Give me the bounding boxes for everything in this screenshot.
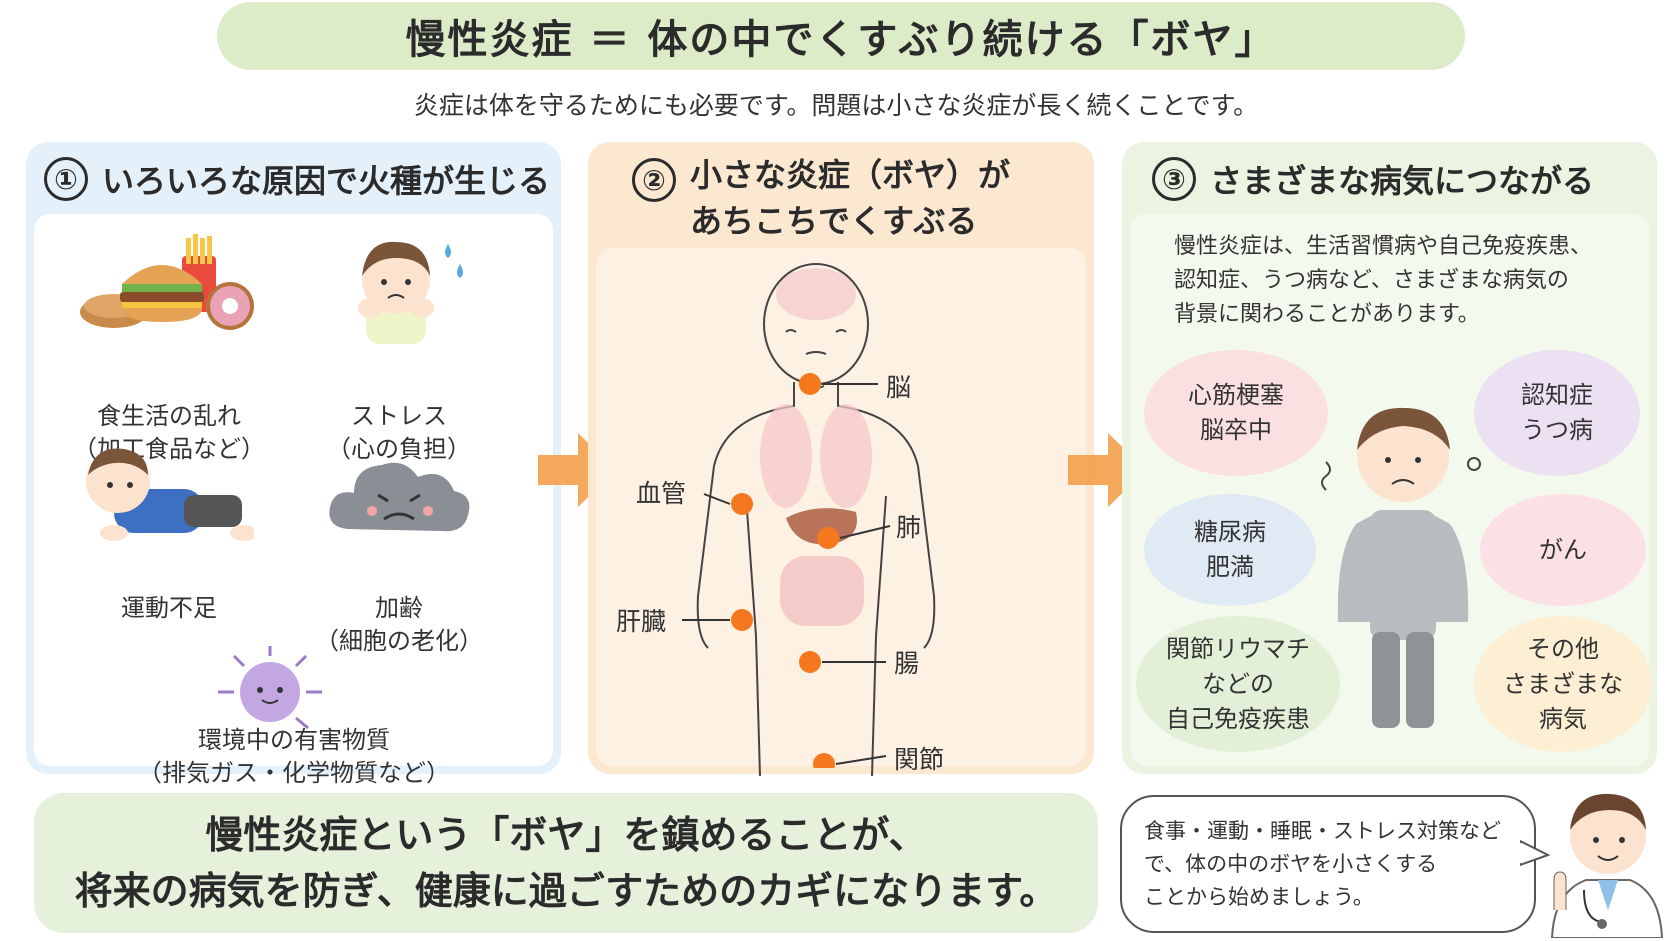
disease-line: 自己免疫疾患 bbox=[1166, 704, 1310, 733]
cause-pollutants-label: 環境中の有害物質 bbox=[198, 726, 390, 754]
advice-line-3: ことから始めましょう。 bbox=[1144, 885, 1374, 909]
cause-no-exercise: 運動不足 bbox=[54, 592, 284, 625]
description-line-3: 背景に関わることがあります。 bbox=[1174, 302, 1480, 327]
cause-stress-note: （心の負担） bbox=[327, 435, 471, 463]
description-line-2: 認知症、うつ病など、さまざまな病気の bbox=[1174, 268, 1569, 293]
disease-line: うつ病 bbox=[1521, 416, 1593, 444]
stressed-child-icon bbox=[358, 241, 463, 344]
disease-line: 関節リウマチ bbox=[1166, 634, 1310, 663]
organ-lung: 肺 bbox=[896, 513, 922, 542]
advice-speech-bubble: 食事・運動・睡眠・ストレス対策など で、体の中のボヤを小さくする ことから始めま… bbox=[1120, 795, 1536, 933]
page-title: 慢性炎症 ＝ 体の中でくすぶり続ける「ボヤ」 bbox=[405, 17, 1277, 63]
cause-pollutants: 環境中の有害物質 （排気ガス・化学物質など） bbox=[94, 724, 494, 790]
disease-line: 心筋梗塞 bbox=[1188, 381, 1284, 409]
body-outline-icon bbox=[696, 263, 936, 776]
disease-line: 糖尿病 bbox=[1194, 518, 1266, 546]
step-number-3: ③ bbox=[1152, 157, 1196, 201]
disease-line: などの bbox=[1202, 669, 1274, 698]
disease-dementia-depression: 認知症うつ病 bbox=[1474, 350, 1640, 476]
disease-line: その他 bbox=[1527, 634, 1599, 663]
disease-cancer: がん bbox=[1480, 494, 1646, 606]
advice-line-1: 食事・運動・睡眠・ストレス対策など bbox=[1144, 819, 1501, 843]
organ-vessel: 血管 bbox=[636, 479, 687, 508]
disease-diabetes-obesity: 糖尿病肥満 bbox=[1144, 494, 1316, 606]
disease-heart-stroke: 心筋梗塞脳卒中 bbox=[1144, 350, 1328, 476]
panel-inflammation-title-line1: 小さな炎症（ボヤ）が bbox=[690, 156, 1011, 194]
junk-food-icon bbox=[80, 234, 254, 330]
cause-aging-note: （細胞の老化） bbox=[315, 627, 483, 655]
panel-inflammation-body: 脳 血管 肺 肝臓 腸 関節 bbox=[596, 248, 1086, 776]
description-line-1: 慢性炎症は、生活習慣病や自己免疫疾患、 bbox=[1174, 234, 1593, 259]
panel-causes-body: 食生活の乱れ （加工食品など） ストレス （心の負担） bbox=[34, 214, 553, 787]
bottom-message-line-2: 将来の病気を防ぎ、健康に過ごすためのカギになります。 bbox=[74, 869, 1058, 913]
doctor-icon bbox=[1550, 793, 1664, 938]
cause-stress: ストレス （心の負担） bbox=[314, 400, 484, 466]
page-subtitle: 炎症は体を守るためにも必要です。問題は小さな炎症が長く続くことです。 bbox=[413, 91, 1259, 120]
panel-diseases-description: 慢性炎症は、生活習慣病や自己免疫疾患、 認知症、うつ病など、さまざまな病気の 背… bbox=[1174, 230, 1644, 332]
panel-causes-header: ① いろいろな原因で火種が生じる bbox=[44, 156, 550, 202]
panel-inflammation-title: 小さな炎症（ボヤ）が あちこちでくすぶる bbox=[690, 152, 1010, 244]
cause-diet: 食生活の乱れ （加工食品など） bbox=[54, 400, 284, 466]
disease-line: 認知症 bbox=[1521, 381, 1593, 409]
cause-stress-label: ストレス bbox=[351, 402, 447, 430]
organ-liver: 肝臓 bbox=[616, 607, 667, 636]
title-banner: 慢性炎症 ＝ 体の中でくすぶり続ける「ボヤ」 bbox=[217, 2, 1465, 70]
organ-brain: 脳 bbox=[886, 373, 912, 402]
disease-others: その他さまざまな病気 bbox=[1474, 616, 1652, 752]
panel-diseases: ③ さまざまな病気につながる 慢性炎症は、生活習慣病や自己免疫疾患、 認知症、う… bbox=[1122, 142, 1657, 774]
panel-inflammation-title-line2: あちこちでくすぶる bbox=[690, 202, 978, 240]
organ-intestine: 腸 bbox=[894, 649, 920, 678]
cause-aging: 加齢 （細胞の老化） bbox=[304, 592, 494, 658]
cause-aging-label: 加齢 bbox=[375, 594, 423, 622]
panel-diseases-title: さまざまな病気につながる bbox=[1210, 162, 1595, 200]
bottom-message: 慢性炎症という「ボヤ」を鎮めることが、 将来の病気を防ぎ、健康に過ごすためのカギ… bbox=[34, 793, 1098, 933]
disease-line: 肥満 bbox=[1206, 553, 1254, 581]
advice-line-2: で、体の中のボヤを小さくする bbox=[1144, 852, 1438, 876]
disease-line: 脳卒中 bbox=[1200, 416, 1272, 444]
disease-line: さまざまな bbox=[1503, 669, 1623, 698]
step-number-1: ① bbox=[44, 157, 88, 201]
cause-no-exercise-label: 運動不足 bbox=[121, 594, 217, 622]
worried-person-icon bbox=[1321, 407, 1481, 728]
disease-line: 病気 bbox=[1539, 704, 1587, 733]
panel-diseases-header: ③ さまざまな病気につながる bbox=[1152, 156, 1594, 202]
cause-diet-label: 食生活の乱れ bbox=[97, 402, 241, 430]
panel-causes: ① いろいろな原因で火種が生じる 食生活の乱れ （加工食 bbox=[26, 142, 561, 787]
flame-markers-icon bbox=[682, 373, 891, 768]
panel-causes-title: いろいろな原因で火種が生じる bbox=[102, 162, 551, 200]
disease-line: がん bbox=[1539, 535, 1587, 564]
cause-pollutants-note: （排気ガス・化学物質など） bbox=[138, 759, 450, 787]
bottom-message-line-1: 慢性炎症という「ボヤ」を鎮めることが、 bbox=[205, 813, 927, 857]
panel-inflammation: ② 小さな炎症（ボヤ）が あちこちでくすぶる bbox=[588, 142, 1094, 776]
speech-tail-icon bbox=[1520, 839, 1550, 867]
step-number-2: ② bbox=[632, 158, 676, 202]
panel-inflammation-header: ② 小さな炎症（ボヤ）が あちこちでくすぶる bbox=[632, 152, 1010, 244]
lying-child-icon bbox=[86, 448, 254, 541]
disease-autoimmune: 関節リウマチなどの自己免疫疾患 bbox=[1136, 616, 1340, 752]
virus-icon bbox=[218, 646, 322, 730]
gray-cloud-icon bbox=[329, 462, 470, 532]
organ-joint: 関節 bbox=[894, 745, 945, 774]
